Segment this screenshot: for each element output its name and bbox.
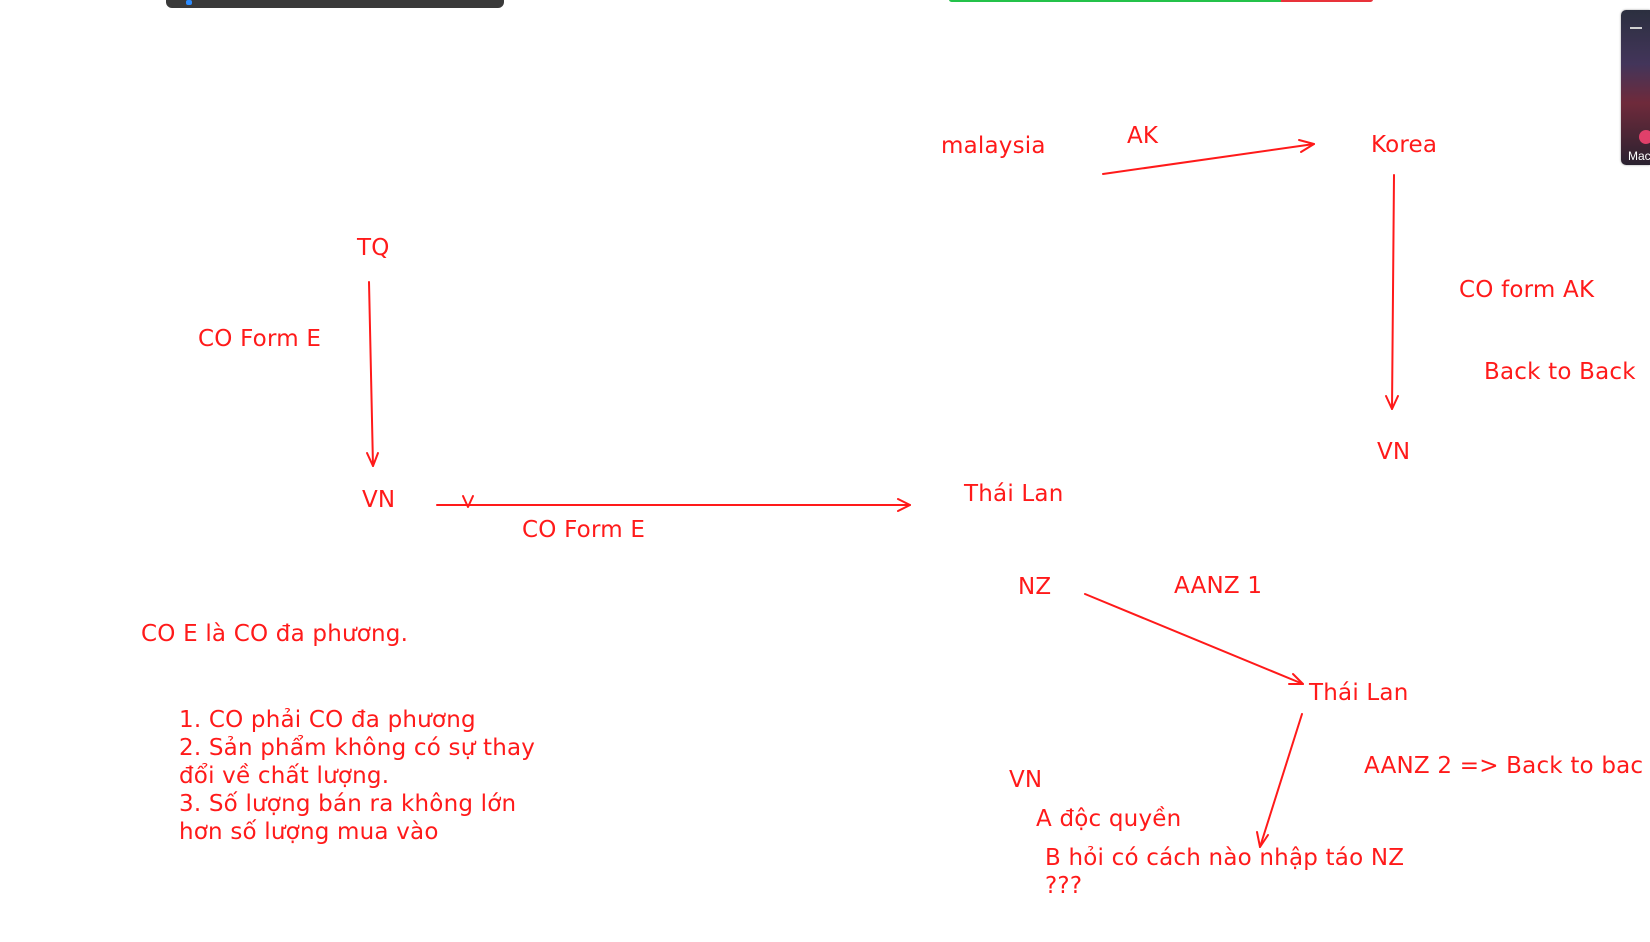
arrow-thailan-b [1256, 713, 1303, 848]
arrow-nz-thailan [1084, 593, 1304, 685]
arrow-malaysia-korea [1102, 139, 1315, 175]
label-co-form-ak: CO form AK [1459, 277, 1595, 303]
label-vn-right: VN [1377, 439, 1411, 465]
minimize-icon[interactable] [1630, 27, 1642, 29]
label-a-doc-quyen: A độc quyền [1036, 806, 1182, 832]
label-thai-lan-top: Thái Lan [964, 481, 1064, 507]
label-conditions-list: 1. CO phải CO đa phương 2. Sản phẩm khôn… [179, 707, 536, 845]
screen-share-status-bar[interactable] [949, 0, 1373, 2]
label-aanz-1: AANZ 1 [1174, 573, 1263, 599]
arrow-vn-thailan [436, 495, 911, 512]
label-co-e-note: CO E là CO đa phương. [141, 621, 409, 647]
label-aanz-2: AANZ 2 => Back to bac [1364, 753, 1644, 779]
label-co-form-e-bottom: CO Form E [522, 517, 646, 543]
label-b-question: B hỏi có cách nào nhập táo NZ ??? [1045, 845, 1405, 899]
label-thai-lan-bottom: Thái Lan [1309, 680, 1409, 706]
label-malaysia: malaysia [941, 133, 1046, 159]
label-tq: TQ [357, 235, 390, 261]
participant-video-thumbnail[interactable]: Mac [1621, 10, 1650, 165]
label-nz: NZ [1018, 574, 1052, 600]
arrow-korea-vn [1385, 174, 1399, 410]
arrow-tq-vn [366, 281, 379, 467]
label-korea: Korea [1371, 132, 1438, 158]
label-vn-left: VN [362, 487, 396, 513]
shield-icon [186, 0, 192, 5]
label-back-to-back: Back to Back [1484, 359, 1636, 385]
label-co-form-e-left: CO Form E [198, 326, 322, 352]
meeting-toolbar-pill[interactable] [166, 0, 504, 8]
label-vn-bottom: VN [1009, 767, 1043, 793]
avatar [1639, 130, 1650, 144]
stop-share-segment[interactable] [1281, 0, 1373, 2]
share-bar-green-segment [949, 0, 1281, 2]
participant-name: Mac [1628, 149, 1650, 163]
label-ak: AK [1127, 123, 1159, 149]
